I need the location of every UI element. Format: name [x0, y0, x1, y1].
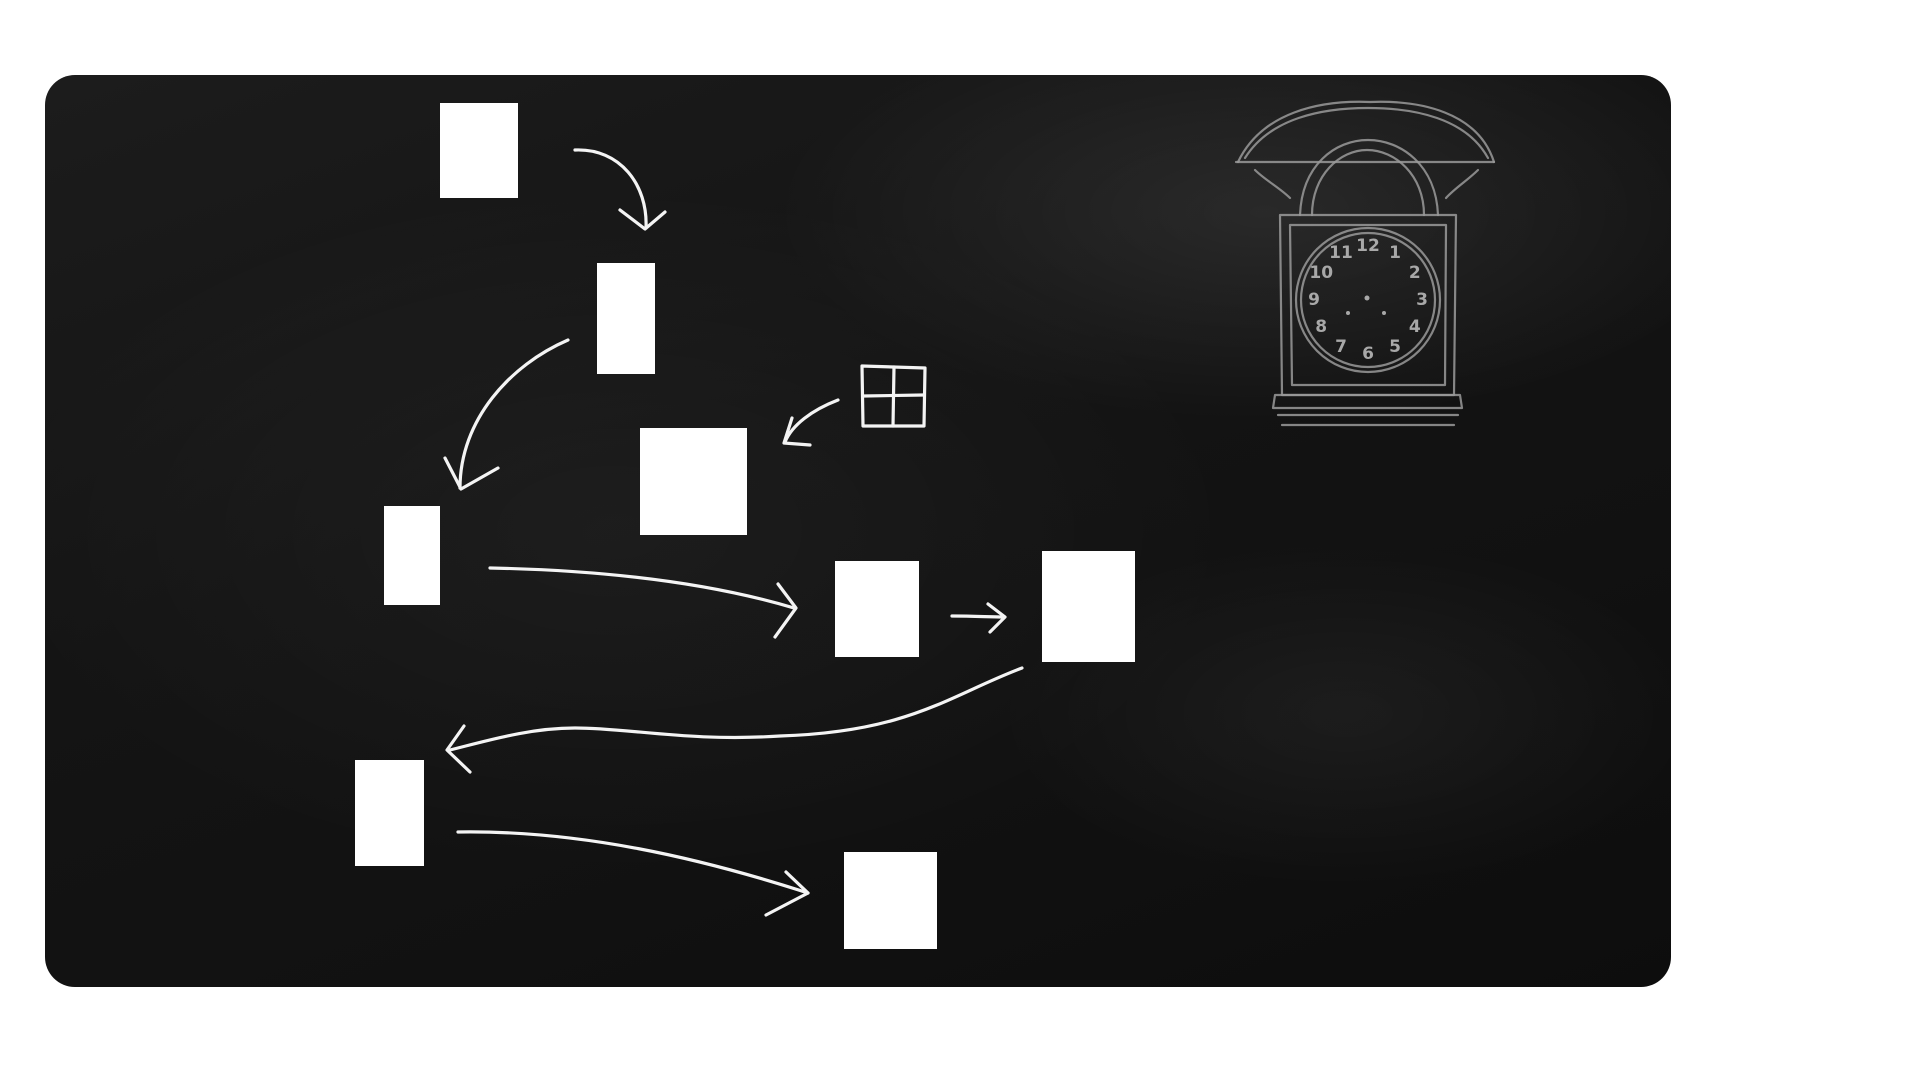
clock-numeral: 2 [1409, 263, 1421, 283]
card-slot-7[interactable] [355, 760, 424, 866]
clock-numeral: 7 [1335, 337, 1347, 357]
clock-numeral: 12 [1356, 236, 1380, 256]
clock-numeral: 3 [1416, 290, 1428, 310]
clock-numeral: 5 [1389, 337, 1401, 357]
arrow-window-to-slot3 [782, 398, 840, 447]
arrow-slot2-to-slot4 [443, 338, 570, 491]
card-slot-5[interactable] [835, 561, 919, 657]
arrow-slot6-to-slot7 [445, 666, 1024, 774]
clock-numeral: 8 [1315, 317, 1327, 337]
clock-numeral: 6 [1362, 344, 1374, 364]
clock-numeral: 4 [1409, 317, 1421, 337]
clock-numeral: 9 [1308, 290, 1320, 310]
arrow-slot4-to-slot5 [488, 566, 798, 639]
clock-numeral: 11 [1329, 243, 1353, 263]
window-icon[interactable] [860, 364, 927, 428]
clock-numeral: 1 [1389, 243, 1401, 263]
card-slot-1[interactable] [440, 103, 518, 198]
card-slot-6[interactable] [1042, 551, 1135, 662]
arrow-slot5-to-slot6 [950, 602, 1007, 634]
arrow-slot1-to-slot2 [573, 148, 667, 231]
card-slot-4[interactable] [384, 506, 440, 605]
clock-numeral: 10 [1309, 263, 1333, 283]
chalkboard [45, 75, 1671, 987]
card-slot-2[interactable] [597, 263, 655, 374]
card-slot-8[interactable] [844, 852, 937, 949]
card-slot-3[interactable] [640, 428, 747, 535]
arrow-slot7-to-slot8 [456, 830, 810, 917]
